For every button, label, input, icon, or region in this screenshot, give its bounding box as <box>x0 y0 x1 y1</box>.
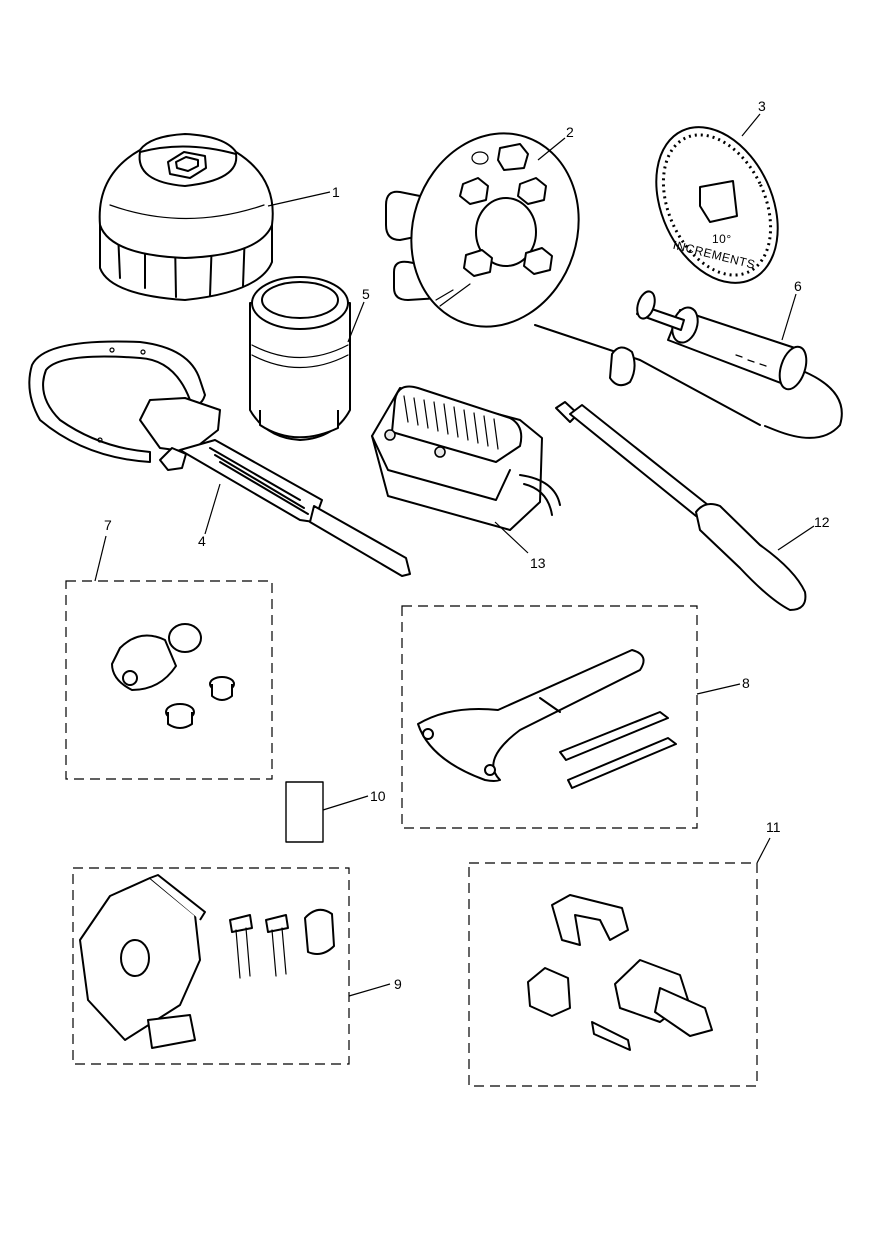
holding-plate-set <box>79 874 335 1049</box>
strap-wrench <box>28 340 411 577</box>
callout-10: 10 <box>370 788 386 804</box>
clamp-tool-set <box>527 894 713 1051</box>
ignition-module <box>371 385 561 531</box>
puller-plate <box>385 132 580 328</box>
callout-6: 6 <box>794 278 802 294</box>
degree-disc: 10° INCREMENTS <box>655 126 779 284</box>
oil-filter-wrench <box>98 133 274 301</box>
callout-8: 8 <box>742 675 750 691</box>
item-11-box <box>468 862 758 1087</box>
handle-tool <box>555 401 807 611</box>
callout-2: 2 <box>566 124 574 140</box>
bearing-sleeve <box>249 276 351 441</box>
callout-12: 12 <box>814 514 830 530</box>
callout-13: 13 <box>530 555 546 571</box>
callout-7: 7 <box>104 517 112 533</box>
dial-label-degree: 10° <box>712 232 732 246</box>
item-9-box <box>72 867 350 1065</box>
callout-5: 5 <box>362 286 370 302</box>
callout-11: 11 <box>766 819 781 835</box>
item-7-box <box>65 580 273 780</box>
callout-4: 4 <box>198 533 206 549</box>
c-spanner-set <box>417 649 677 789</box>
callout-3: 3 <box>758 98 766 114</box>
item-7-pin-set <box>111 623 235 729</box>
callout-1: 1 <box>332 184 340 200</box>
item-8-box <box>401 605 698 829</box>
callout-9: 9 <box>394 976 402 992</box>
vacuum-syringe <box>534 290 843 439</box>
item-10-label-plate <box>285 781 324 843</box>
